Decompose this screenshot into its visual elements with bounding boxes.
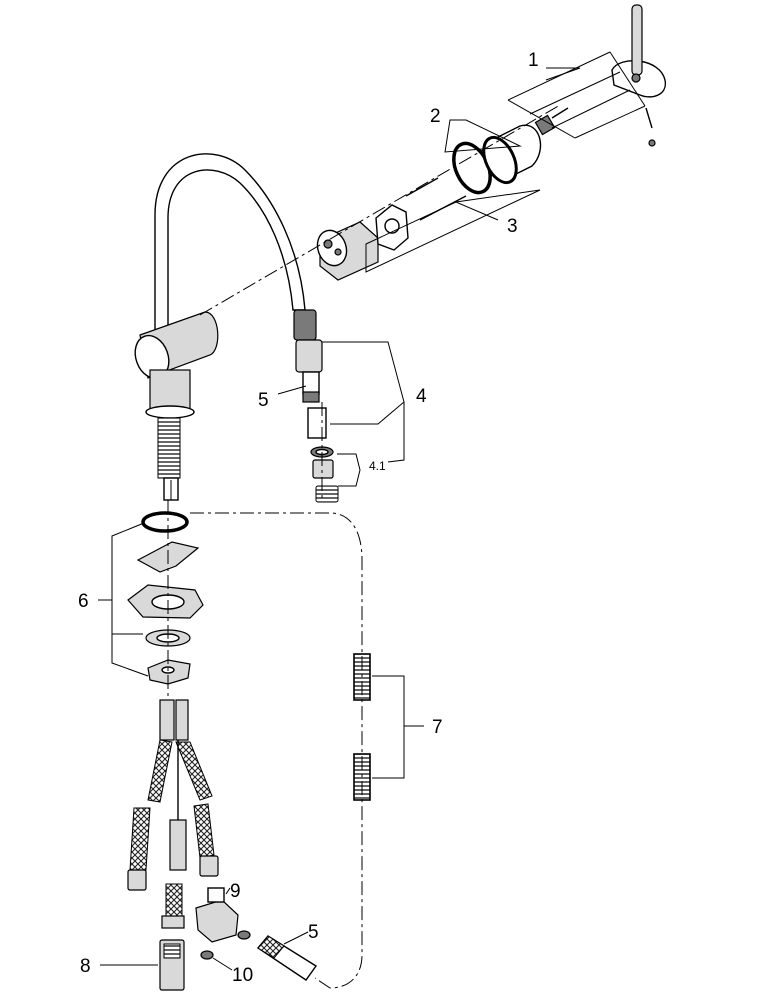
callout-4-1: 4.1 [369,459,386,473]
callout-8: 8 [80,956,91,977]
callout-9: 9 [230,881,241,902]
callout-5-top: 5 [258,390,269,411]
cartridge-assembly [316,4,666,281]
part-5-bottom-weight [256,935,318,981]
part-10-washer [200,950,214,960]
callout-5-bottom: 5 [308,922,319,943]
supply-hoses [127,699,219,929]
faucet-body [134,153,306,501]
callout-1: 1 [528,50,539,71]
part-9-valve [195,887,251,943]
callout-2: 2 [430,106,441,127]
callout-6: 6 [78,591,89,612]
callout-4: 4 [416,386,427,407]
assembly-lines [167,104,561,989]
callout-7: 7 [432,717,443,738]
callout-3: 3 [507,216,518,237]
mounting-set [127,511,204,685]
leader-lines [98,51,646,971]
callout-10: 10 [232,965,253,986]
spray-coupling [293,309,339,503]
part-8-extension [159,939,185,991]
